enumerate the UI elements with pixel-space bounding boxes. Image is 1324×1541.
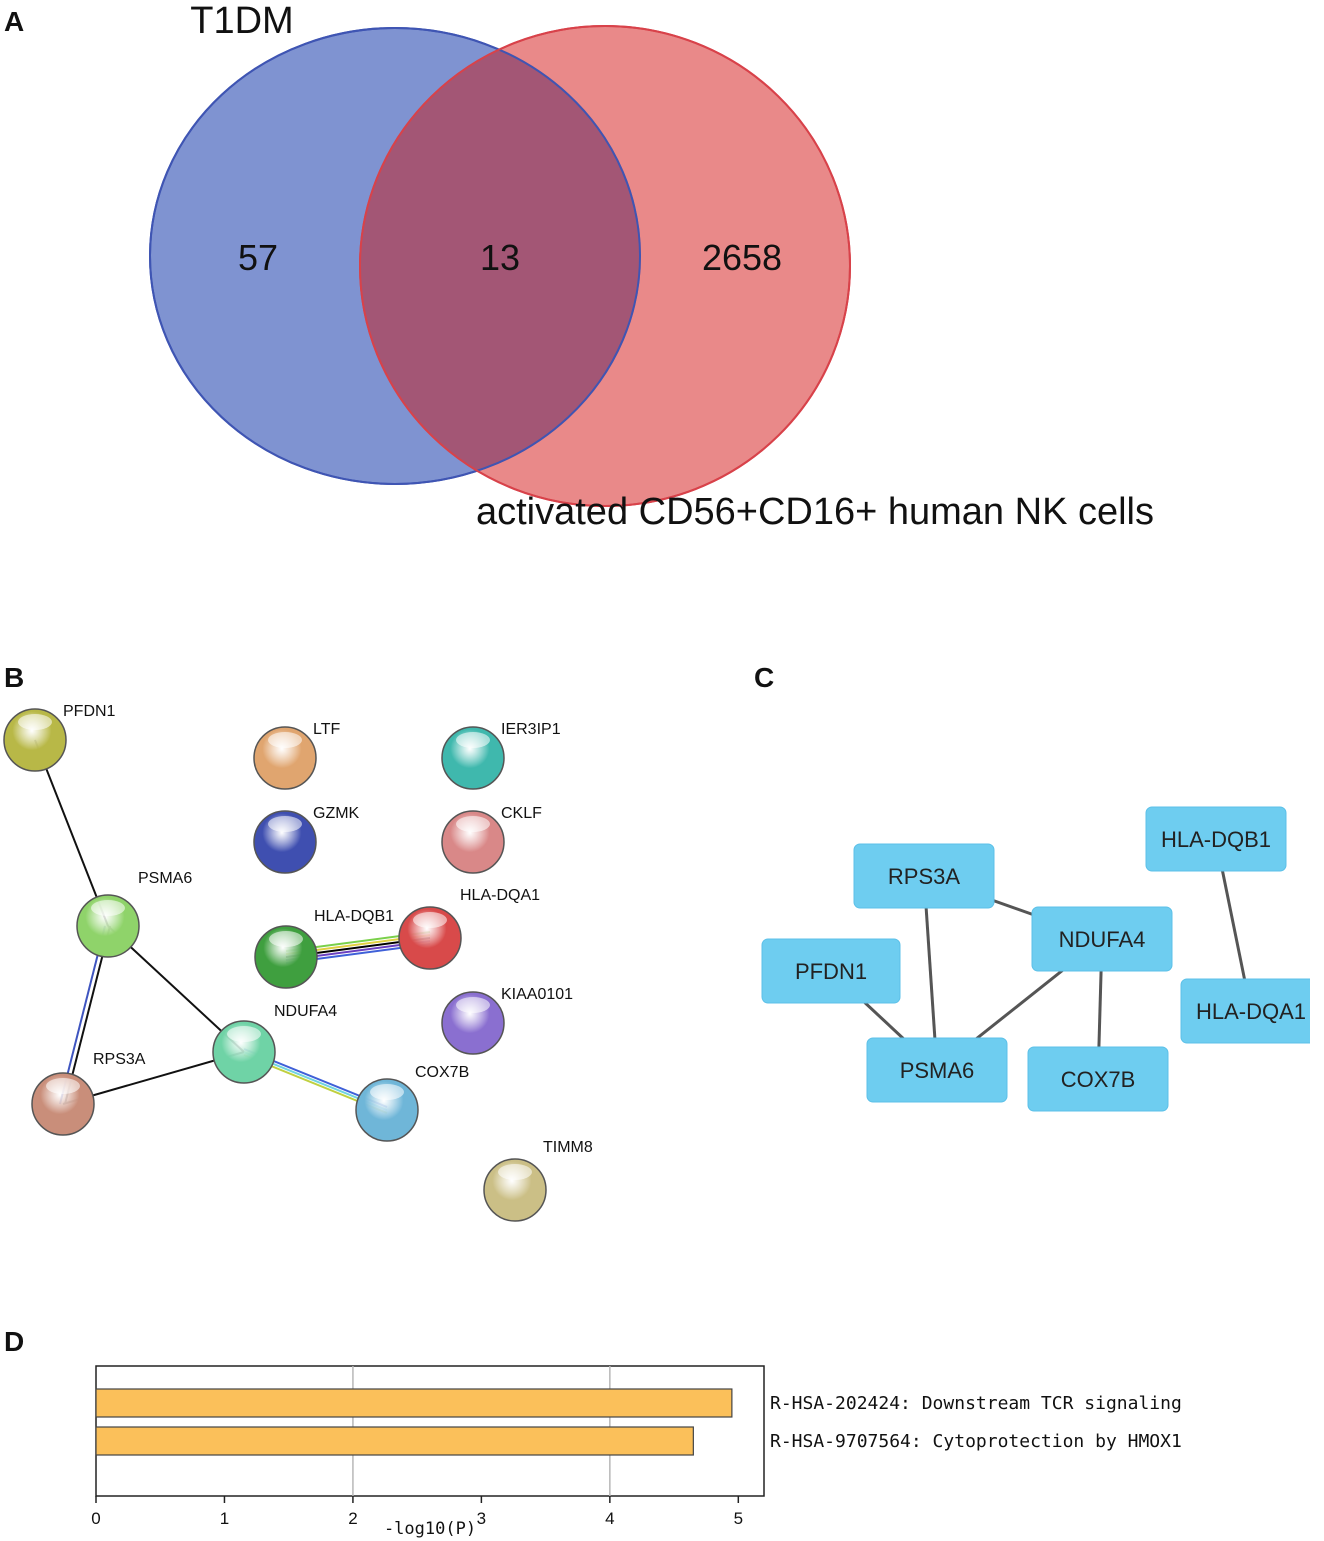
- cyto-node-label: PFDN1: [795, 959, 867, 984]
- string-node-pfdn1[interactable]: PFDN1: [3, 703, 116, 772]
- string-node-label: HLA-DQB1: [314, 908, 394, 925]
- venn-right-count: 2658: [702, 237, 782, 278]
- cyto-node-label: NDUFA4: [1059, 927, 1146, 952]
- cyto-node-psma6[interactable]: PSMA6: [866, 1037, 1008, 1103]
- string-node-ltf[interactable]: LTF: [253, 721, 340, 790]
- x-tick-label: 2: [348, 1509, 357, 1528]
- string-node-label: IER3IP1: [501, 721, 561, 738]
- string-node-cox7b[interactable]: COX7B: [355, 1064, 469, 1142]
- string-node-ndufa4[interactable]: NDUFA4: [212, 1003, 337, 1084]
- cyto-node-label: COX7B: [1061, 1067, 1136, 1092]
- cyto-node-rps3a[interactable]: RPS3A: [853, 843, 995, 909]
- venn-left-count: 57: [238, 237, 278, 278]
- x-tick-label: 1: [220, 1509, 229, 1528]
- panel-label-d: D: [4, 1326, 25, 1357]
- string-node-label: HLA-DQA1: [460, 887, 540, 904]
- category-label: R-HSA-202424: Downstream TCR signaling: [770, 1393, 1182, 1414]
- cyto-node-pfdn1[interactable]: PFDN1: [761, 938, 901, 1004]
- string-node-label: CKLF: [501, 805, 542, 822]
- string-node-label: RPS3A: [93, 1051, 146, 1068]
- string-node-label: LTF: [313, 721, 340, 738]
- string-node-label: TIMM8: [543, 1139, 593, 1156]
- cyto-node-hla-dqa1[interactable]: HLA-DQA1: [1180, 978, 1310, 1044]
- bar: [95, 1388, 733, 1418]
- venn-overlap-count: 13: [480, 237, 520, 278]
- string-node-label: KIAA0101: [501, 986, 573, 1003]
- string-node-label: PFDN1: [63, 703, 116, 720]
- string-node-rps3a[interactable]: RPS3A: [31, 1051, 146, 1136]
- string-node-label: COX7B: [415, 1064, 469, 1081]
- cyto-node-label: HLA-DQB1: [1161, 827, 1271, 852]
- string-node-ier3ip1[interactable]: IER3IP1: [441, 721, 561, 790]
- string-node-gzmk[interactable]: GZMK: [253, 805, 360, 874]
- enrichment-bar-chart: 0 1 2 3 4 5 R-HSA-202424: Downstream TCR sign…: [91, 1365, 1182, 1539]
- string-node-timm8[interactable]: TIMM8: [483, 1139, 593, 1222]
- cyto-node-label: RPS3A: [888, 864, 960, 889]
- string-node-hla-dqa1[interactable]: HLA-DQA1: [398, 887, 540, 970]
- panel-label-a: A: [4, 6, 25, 37]
- cyto-node-hla-dqb1[interactable]: HLA-DQB1: [1145, 806, 1287, 872]
- panel-label-c: C: [754, 662, 775, 693]
- cyto-node-label: PSMA6: [900, 1058, 975, 1083]
- x-tick-label: 4: [605, 1509, 614, 1528]
- string-node-label: PSMA6: [138, 870, 192, 887]
- bar: [95, 1426, 694, 1456]
- edge-pfdn1-psma6: [34, 739, 109, 927]
- string-node-label: GZMK: [313, 805, 360, 822]
- string-node-kiaa0101[interactable]: KIAA0101: [441, 986, 573, 1055]
- panel-label-b: B: [4, 662, 25, 693]
- venn-diagram: T1DM activated CD56+CD16+ human NK cells…: [149, 0, 1154, 533]
- x-tick-label: 0: [91, 1509, 100, 1528]
- x-tick-label: 5: [734, 1509, 743, 1528]
- string-node-label: NDUFA4: [274, 1003, 337, 1020]
- category-label: R-HSA-9707564: Cytoprotection by HMOX1: [770, 1431, 1182, 1452]
- x-tick-label: 3: [477, 1509, 486, 1528]
- string-node-hla-dqb1[interactable]: HLA-DQB1: [254, 908, 394, 989]
- string-node-psma6[interactable]: PSMA6: [76, 870, 192, 958]
- string-node-cklf[interactable]: CKLF: [441, 805, 542, 874]
- venn-set-right-label: activated CD56+CD16+ human NK cells: [476, 491, 1154, 533]
- cyto-node-ndufa4[interactable]: NDUFA4: [1031, 906, 1173, 972]
- venn-set-left-label: T1DM: [190, 0, 293, 42]
- cyto-node-cox7b[interactable]: COX7B: [1027, 1046, 1169, 1112]
- x-axis-label: -log10(P): [384, 1519, 476, 1539]
- cyto-node-label: HLA-DQA1: [1196, 999, 1306, 1024]
- venn-overlap: [360, 28, 640, 484]
